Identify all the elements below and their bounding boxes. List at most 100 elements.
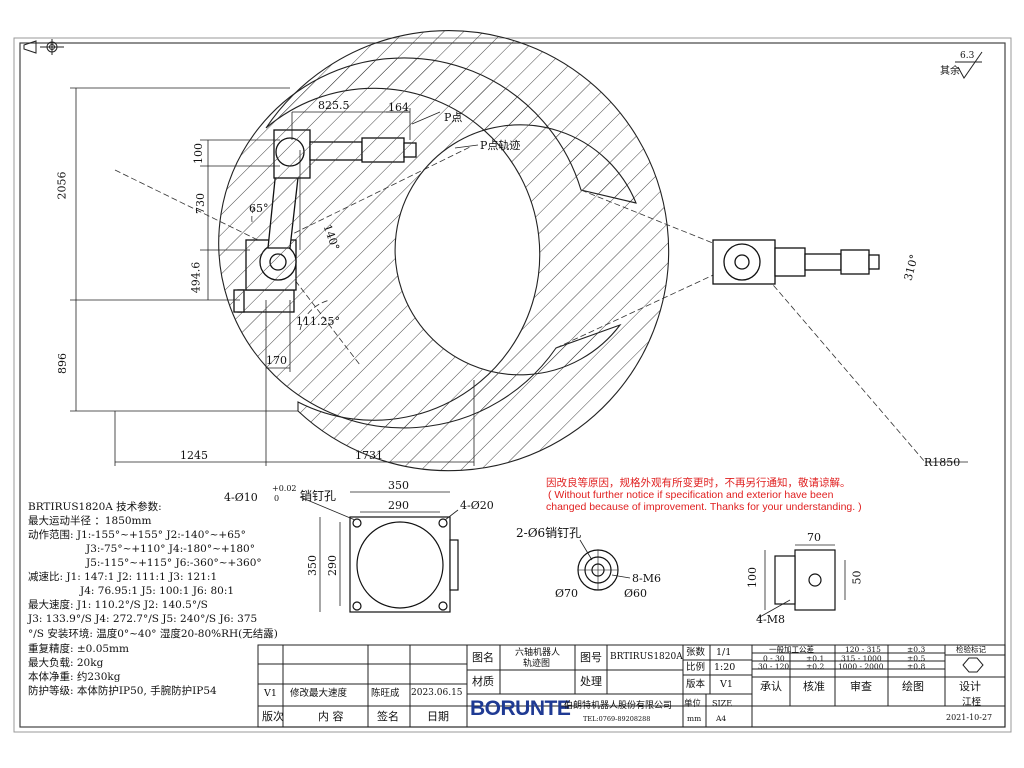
dim-1245: 1245 — [180, 449, 208, 462]
radius-r1850: R1850 — [924, 456, 961, 469]
spec-line-0: BRTIRUS1820A 技术参数: — [28, 501, 162, 513]
right-robot — [712, 239, 880, 285]
header-sign: 签名 — [377, 710, 399, 723]
company-name: 伯朗特机器人股份有限公司 — [564, 701, 673, 711]
tol-r0-a: 120 - 315 — [845, 645, 881, 654]
notice-cn: 因改良等原因，规格外观有所变更时，不再另行通知，敬请谅解。 — [546, 477, 851, 489]
spec-line-3: J3:-75°~+110° J4:-180°~+180° — [86, 543, 255, 555]
label-treatment: 处理 — [580, 675, 602, 688]
version-value: V1 — [720, 679, 733, 690]
rev-date: 2023.06.15 — [411, 688, 463, 698]
base-dim-350-side: 350 — [306, 555, 319, 576]
tol-r2-c1: ±0.2 — [806, 662, 825, 671]
spec-line-11: 最大负载: 20kg — [28, 657, 104, 669]
tol-r2-c2: 1000 - 2000 — [838, 662, 884, 671]
tol-r2-c0: 30 - 120 — [758, 662, 790, 671]
sheets-value: 1/1 — [716, 647, 732, 658]
rev-desc: 修改最大速度 — [290, 688, 348, 699]
base-tol-lower: 0 — [274, 494, 280, 503]
label-version: 版本 — [686, 679, 706, 690]
angle-111-25: 111.25° — [296, 315, 340, 328]
scale-value: 1:20 — [714, 662, 736, 673]
base-pin-hole: 4-Ø10 — [224, 491, 258, 504]
spec-line-7: 最大速度: J1: 110.2°/S J2: 140.5°/S — [28, 599, 208, 611]
spec-line-8: J3: 133.9°/S J4: 272.7°/S J5: 240°/S J6:… — [28, 613, 258, 625]
base-hole-20: 4-Ø20 — [460, 499, 494, 512]
roughness-symbol — [955, 51, 983, 79]
tol-title: 一般加工公差 — [769, 645, 814, 654]
label-figno: 图号 — [580, 651, 602, 664]
tol-r1-c1: ±0.1 — [806, 654, 825, 663]
wrist-thread: 4-M8 — [756, 613, 785, 626]
size-value: A4 — [716, 714, 727, 723]
dim-2056: 2056 — [55, 171, 69, 200]
projection-symbol — [23, 39, 64, 55]
base-dimensions — [299, 491, 459, 612]
spec-line-1: 最大运动半径 ：1850mm — [28, 515, 152, 527]
flange-view — [577, 549, 619, 591]
wrist-dim-100: 100 — [746, 567, 759, 588]
wrist-dim-50: 50 — [850, 570, 864, 585]
label-material: 材质 — [472, 675, 494, 688]
spec-line-6: J4: 76.95:1 J5: 100:1 J6: 80:1 — [80, 585, 235, 597]
label-scale: 比例 — [686, 662, 706, 673]
base-dim-290-top: 290 — [388, 499, 409, 512]
spec-line-4: J5:-115°~+115° J6:-360°~+360° — [86, 557, 262, 569]
design-date: 2021-10-27 — [946, 713, 993, 722]
label-draw: 绘图 — [902, 680, 924, 693]
label-figname: 图名 — [472, 651, 494, 664]
p-point-label: P点 — [444, 111, 463, 124]
flange-dia-70: Ø70 — [555, 587, 579, 600]
label-unit: 单位 — [684, 699, 702, 709]
tol-r1-c0: 0 - 30 — [763, 654, 785, 663]
wrist-dimensions — [757, 544, 846, 619]
header-date: 日期 — [427, 710, 449, 723]
figname-2: 轨迹图 — [523, 659, 551, 669]
notice-en-2: changed because of improvement. Thanks f… — [546, 501, 862, 513]
label-sheets: 张数 — [686, 647, 706, 658]
label-verify: 核准 — [803, 680, 825, 693]
tol-r1-c3: ±0.5 — [907, 654, 926, 663]
flange-leaders — [579, 539, 631, 579]
base-view — [349, 516, 459, 613]
base-tol-upper: +0.02 — [272, 484, 297, 493]
title-block-grid — [257, 644, 1006, 728]
dim-825-5: 825.5 — [318, 99, 350, 112]
roughness-label: 其余 — [940, 66, 960, 77]
header-version: 版次 — [262, 710, 284, 723]
spec-line-13: 防护等级: 本体防护IP50, 手腕防护IP54 — [28, 685, 217, 697]
dim-1731: 1731 — [355, 449, 383, 462]
p-track-label: P点轨迹 — [480, 139, 521, 152]
flange-pin-hole: 2-Ø6销钉孔 — [516, 526, 582, 540]
figname-1: 六轴机器人 — [515, 648, 561, 658]
tol-r1-c2: 315 - 1000 — [841, 654, 882, 663]
company-tel: TEL:0769-89208288 — [583, 715, 651, 723]
spec-line-5: 减速比: J1: 147:1 J2: 111:1 J3: 121:1 — [28, 571, 218, 583]
notice-en-1: ( Without further notice if specificatio… — [548, 489, 834, 501]
dim-730: 730 — [194, 193, 207, 214]
figno: BRTIRUS1820A — [610, 652, 683, 662]
designer-name: 江桎 — [962, 697, 982, 708]
label-review: 审查 — [850, 680, 872, 693]
dim-170: 170 — [266, 354, 287, 367]
flange-thread: 8-M6 — [632, 572, 661, 585]
wrist-dim-70: 70 — [807, 531, 821, 544]
label-size: SIZE — [712, 699, 733, 708]
right-construction-lines — [555, 189, 926, 463]
rev-version: V1 — [264, 688, 277, 699]
dim-896: 896 — [56, 353, 69, 374]
label-check-mark: 检验标记 — [956, 645, 986, 654]
unit-value: mm — [687, 714, 702, 723]
right-envelope — [218, 57, 637, 429]
tol-r2-c3: ±0.8 — [907, 662, 926, 671]
hexagon-icon — [962, 657, 984, 673]
spec-line-2: 动作范围: J1:-155°~+155° J2:-140°~+65° — [28, 529, 246, 541]
base-dim-350-top: 350 — [388, 479, 409, 492]
base-dim-290-side: 290 — [326, 555, 339, 576]
spec-line-12: 本体净重: 约230kg — [28, 671, 121, 683]
angle-65: 65° — [249, 202, 269, 215]
label-design: 设计 — [959, 680, 981, 693]
spec-line-10: 重复精度: ±0.05mm — [28, 643, 129, 655]
